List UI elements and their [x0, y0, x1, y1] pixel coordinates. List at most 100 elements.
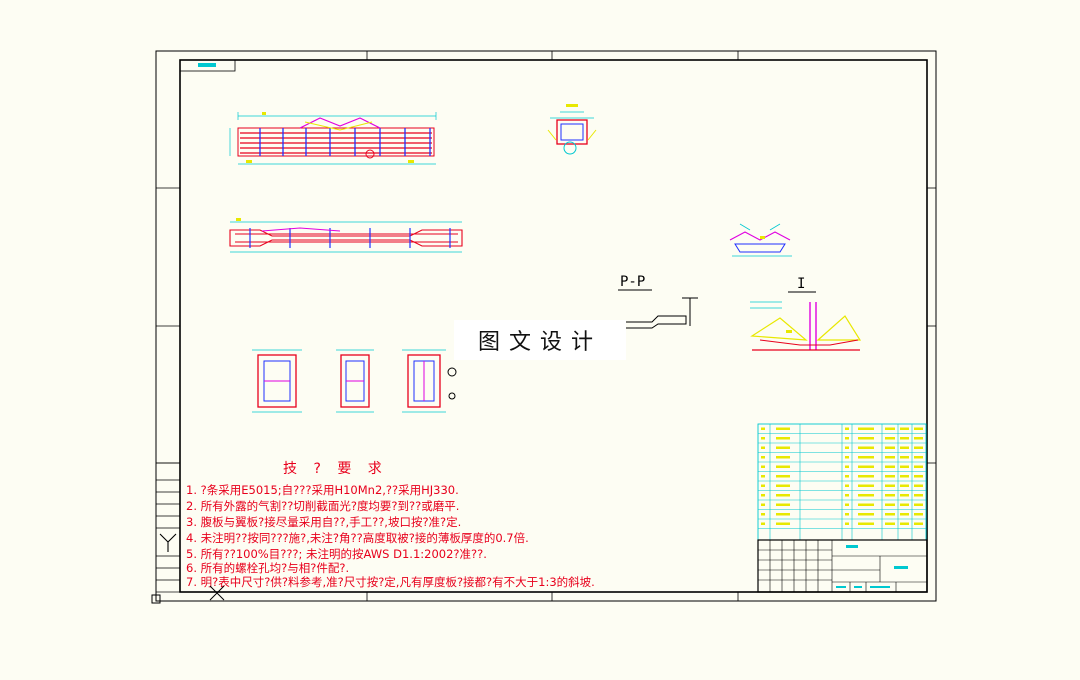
parts-cell-mark: [885, 475, 895, 478]
parts-cell-mark: [761, 446, 765, 449]
detail-section-small: [729, 223, 792, 257]
parts-cell-mark: [858, 446, 874, 449]
parts-cell-mark: [858, 427, 874, 430]
parts-cell-mark: [845, 465, 849, 468]
parts-cell-mark: [845, 446, 849, 449]
parts-cell-mark: [761, 494, 765, 497]
title-block: [757, 539, 928, 593]
parts-cell-mark: [845, 494, 849, 497]
parts-cell-mark: [885, 484, 895, 487]
cross-mark: [209, 585, 225, 601]
parts-cell-mark: [845, 522, 849, 525]
parts-cell-mark: [914, 475, 923, 478]
parts-cell-mark: [858, 437, 874, 440]
origin-marker: [151, 594, 161, 604]
parts-cell-mark: [776, 465, 790, 468]
parts-cell-mark: [885, 513, 895, 516]
parts-cell-mark: [761, 437, 765, 440]
stamp-box: [179, 59, 236, 72]
watermark-text: 图文设计: [477, 330, 602, 355]
parts-cell-mark: [885, 494, 895, 497]
parts-cell-mark: [761, 503, 765, 506]
parts-cell-mark: [761, 475, 765, 478]
notes-heading: 技 ? 要 求: [283, 461, 388, 477]
parts-cell-mark: [900, 437, 909, 440]
parts-cell-mark: [885, 465, 895, 468]
note-item: 1. ?条采用E5015;自???采用H10Mn2,??采用HJ330.: [186, 483, 459, 497]
parts-cell-mark: [914, 456, 923, 459]
parts-cell-mark: [900, 446, 909, 449]
note-item: 2. 所有外露的气割??切削截面光?度均要?到??或磨平.: [186, 499, 459, 513]
parts-cell-mark: [914, 503, 923, 506]
stamp-text-mark: [198, 63, 216, 67]
parts-cell-mark: [845, 475, 849, 478]
parts-cell-mark: [900, 465, 909, 468]
box-section-3: [402, 349, 457, 413]
svg-text:P-P: P-P: [620, 274, 645, 290]
parts-cell-mark: [900, 484, 909, 487]
note-item: 6. 所有的螺栓孔均?与相?件配?.: [186, 561, 349, 575]
parts-cell-mark: [900, 522, 909, 525]
beam-side-elevation: [229, 218, 463, 253]
parts-cell-mark: [858, 503, 874, 506]
parts-cell-mark: [885, 456, 895, 459]
parts-cell-mark: [845, 513, 849, 516]
parts-cell-mark: [845, 427, 849, 430]
parts-cell-mark: [858, 522, 874, 525]
parts-cell-mark: [776, 522, 790, 525]
revision-strip: [155, 462, 181, 593]
parts-cell-mark: [776, 494, 790, 497]
parts-cell-mark: [885, 503, 895, 506]
parts-cell-mark: [885, 427, 895, 430]
parts-cell-mark: [914, 494, 923, 497]
parts-cell-mark: [761, 427, 765, 430]
parts-cell-mark: [858, 465, 874, 468]
parts-cell-mark: [900, 513, 909, 516]
box-section-1: [252, 349, 302, 413]
parts-cell-mark: [914, 437, 923, 440]
parts-cell-mark: [900, 456, 909, 459]
parts-cell-mark: [776, 427, 790, 430]
svg-text:I: I: [797, 276, 805, 292]
note-item: 7. 明?表中尺寸?供?料参考,准?尺寸按?定,凡有厚度板?接都?有不大于1:3…: [186, 575, 595, 589]
parts-cell-mark: [885, 437, 895, 440]
parts-cell-mark: [845, 456, 849, 459]
parts-cell-mark: [858, 494, 874, 497]
beam-top-view: [229, 112, 437, 165]
detail-i: I: [750, 276, 862, 351]
parts-cell-mark: [914, 427, 923, 430]
parts-cell-mark: [858, 456, 874, 459]
parts-cell-mark: [900, 427, 909, 430]
parts-cell-mark: [776, 484, 790, 487]
parts-cell-mark: [885, 522, 895, 525]
parts-cell-mark: [776, 456, 790, 459]
note-item: 4. 未注明??按同???施?,未注?角??高度取被?接的薄板厚度的0.7倍.: [186, 531, 529, 545]
parts-cell-mark: [776, 513, 790, 516]
parts-cell-mark: [761, 513, 765, 516]
parts-cell-mark: [900, 503, 909, 506]
parts-cell-mark: [900, 494, 909, 497]
note-item: 5. 所有??100%目???; 未注明的按AWS D1.1:2002?准??.: [186, 547, 487, 561]
parts-cell-mark: [885, 446, 895, 449]
parts-cell-mark: [914, 484, 923, 487]
watermark-banner: 图文设计: [454, 320, 626, 360]
parts-cell-mark: [845, 437, 849, 440]
parts-cell-mark: [914, 513, 923, 516]
parts-list-table: [757, 423, 927, 541]
parts-cell-mark: [761, 484, 765, 487]
parts-cell-mark: [914, 522, 923, 525]
parts-cell-mark: [900, 475, 909, 478]
parts-cell-mark: [858, 475, 874, 478]
parts-cell-mark: [845, 503, 849, 506]
parts-cell-mark: [761, 522, 765, 525]
parts-cell-mark: [858, 484, 874, 487]
parts-cell-mark: [776, 437, 790, 440]
parts-cell-mark: [761, 456, 765, 459]
technical-notes: 技 ? 要 求 1. ?条采用E5015;自???采用H10Mn2,??采用HJ…: [186, 461, 595, 589]
parts-cell-mark: [858, 513, 874, 516]
parts-cell-mark: [845, 484, 849, 487]
box-section-2: [336, 349, 374, 413]
note-item: 3. 腹板与翼板?接尽量采用自??,手工??,坡口按?准?定.: [186, 515, 461, 529]
parts-cell-mark: [776, 475, 790, 478]
